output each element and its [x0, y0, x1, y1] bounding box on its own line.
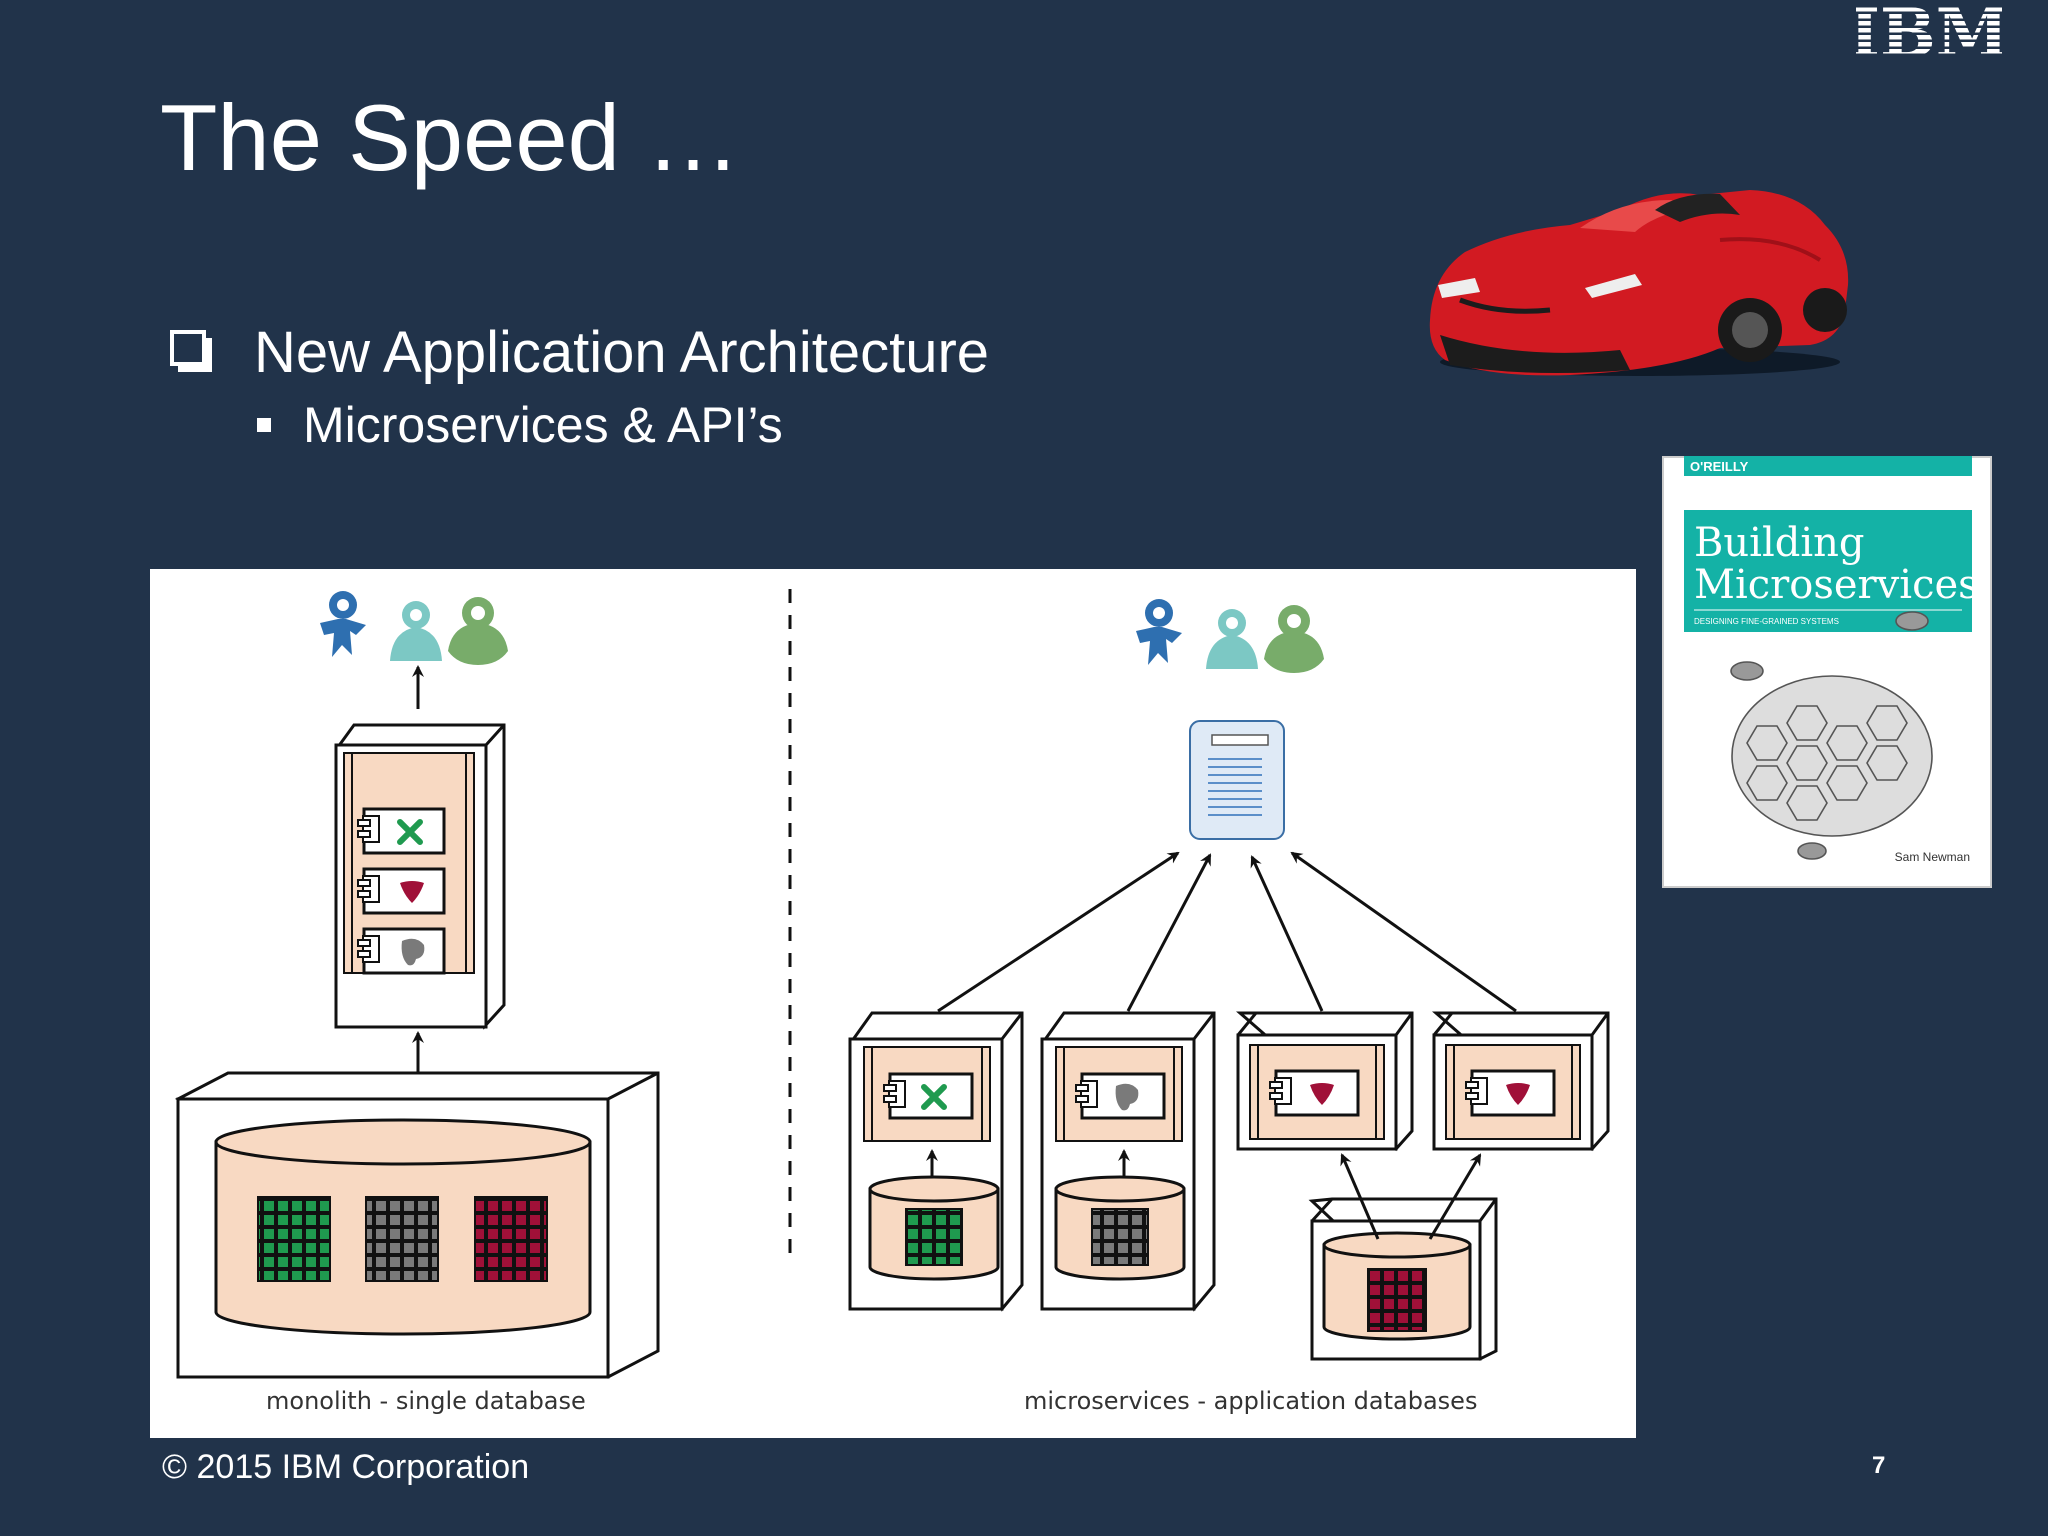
copyright-footer: © 2015 IBM Corporation: [162, 1448, 530, 1486]
microservice-box-4: [1431, 1011, 1610, 1152]
page-number: 7: [1872, 1452, 1886, 1479]
building-microservices-book-cover: O'REILLY Building Microservices DESIGNIN…: [1662, 456, 1992, 888]
api-gateway-document: [1189, 720, 1285, 840]
svg-text:DESIGNING FINE-GRAINED SYSTEMS: DESIGNING FINE-GRAINED SYSTEMS: [1694, 617, 1839, 626]
monolith-database-box: [175, 1071, 660, 1379]
microservice-box-1: [848, 1011, 1024, 1312]
ibm-logo: IBM: [1856, 0, 2002, 62]
shared-database-box: [1308, 1197, 1498, 1361]
svg-text:Sam Newman: Sam Newman: [1895, 850, 1970, 864]
bullet-text: New Application Architecture: [254, 320, 990, 385]
microservices-caption: microservices - application databases: [1024, 1387, 1478, 1415]
sub-bullet-text: Microservices & API’s: [303, 397, 783, 453]
svg-text:Building: Building: [1694, 520, 1865, 566]
architecture-diagram: monolith - single database microservices…: [150, 569, 1636, 1438]
microservice-box-3: [1235, 1011, 1414, 1152]
users-icon: [1136, 599, 1324, 673]
red-sports-car-image: [1429, 190, 1849, 376]
slide-title: The Speed …: [160, 85, 741, 190]
diagram-canvas: [175, 589, 1610, 1379]
square-bullet-icon: [257, 418, 271, 432]
monolith-app-box: [334, 723, 506, 1030]
users-icon: [320, 591, 508, 665]
svg-text:Microservices: Microservices: [1694, 562, 1979, 608]
microservice-box-2: [1040, 1011, 1216, 1312]
svg-text:IBM: IBM: [1856, 0, 2002, 62]
checkbox-bullet-icon: [170, 330, 206, 366]
monolith-caption: monolith - single database: [266, 1387, 586, 1415]
svg-text:O'REILLY: O'REILLY: [1690, 459, 1749, 474]
